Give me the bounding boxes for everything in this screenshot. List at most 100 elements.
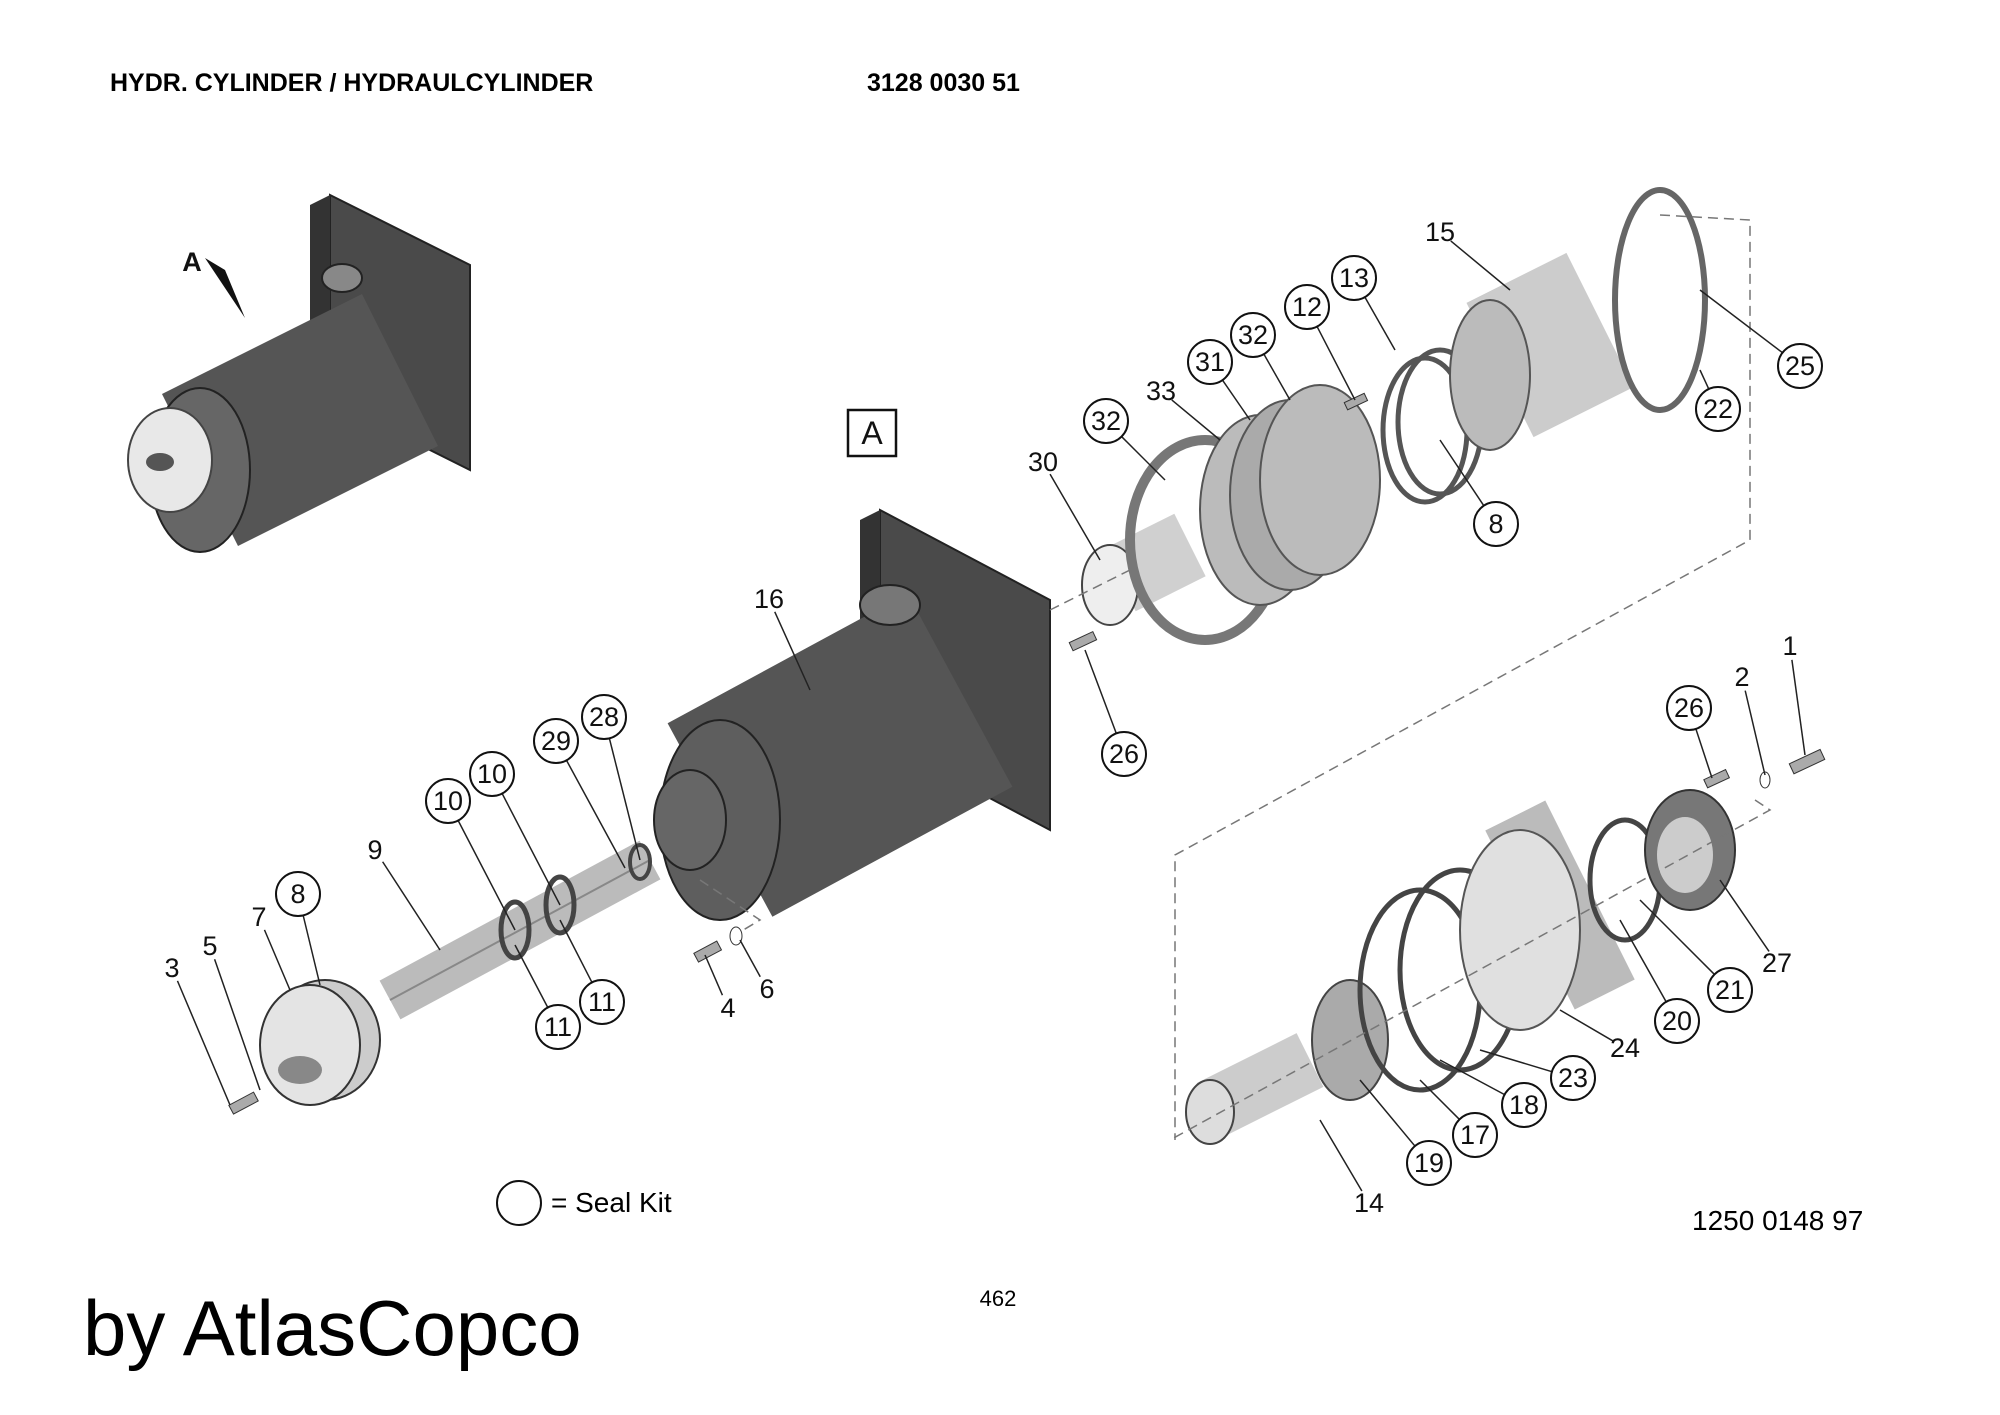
callout-28: 28 — [581, 694, 641, 861]
callout-8: 8 — [275, 871, 321, 986]
seal-kit-circle — [1695, 386, 1741, 432]
leader-line — [1049, 473, 1101, 561]
leader-line — [1316, 326, 1356, 401]
callout-4: 4 — [704, 954, 736, 1023]
callout-10: 10 — [425, 778, 516, 931]
leader-line — [1171, 399, 1221, 441]
callout-number: 18 — [1509, 1090, 1539, 1120]
leader-line — [565, 759, 626, 869]
leader-line — [1479, 1049, 1553, 1073]
callout-number: 11 — [588, 987, 616, 1017]
leader-line — [263, 929, 291, 991]
callout-31: 31 — [1187, 339, 1251, 421]
callout-number: 21 — [1715, 975, 1745, 1005]
callout-33: 33 — [1146, 376, 1221, 441]
leader-line — [1121, 436, 1166, 481]
callout-number: 9 — [367, 835, 382, 865]
callout-9: 9 — [367, 835, 441, 951]
seal-kit-circle — [579, 979, 625, 1025]
callout-number: 16 — [754, 584, 784, 614]
callout-29: 29 — [533, 718, 626, 869]
callout-number: 6 — [759, 974, 774, 1004]
leader-line — [176, 980, 231, 1106]
callout-number: 4 — [720, 993, 735, 1023]
callout-number: 17 — [1460, 1120, 1490, 1150]
leader-line — [1719, 879, 1770, 952]
seal-kit-circle — [1666, 685, 1712, 731]
piston-assembly-upper — [1068, 187, 1708, 652]
callout-number: 12 — [1292, 292, 1322, 322]
leader-line — [1695, 728, 1713, 779]
callout-3: 3 — [164, 953, 231, 1106]
callout-number: 26 — [1674, 693, 1704, 723]
callout-number: 14 — [1354, 1188, 1384, 1218]
callout-number: 5 — [202, 931, 217, 961]
callout-number: 24 — [1610, 1033, 1640, 1063]
callout-number: 29 — [541, 726, 571, 756]
callout-6: 6 — [739, 939, 775, 1004]
leader-line — [501, 793, 561, 906]
callout-30: 30 — [1028, 447, 1101, 561]
callout-number: 2 — [1734, 662, 1749, 692]
callout-26: 26 — [1084, 649, 1147, 777]
assembly-line — [1174, 214, 1751, 1140]
callout-number: 10 — [433, 786, 463, 816]
callout-number: 3 — [164, 953, 179, 983]
callout-2: 2 — [1734, 662, 1766, 776]
leader-line — [1221, 379, 1251, 421]
callout-11: 11 — [514, 944, 581, 1050]
callout-5: 5 — [202, 931, 261, 1091]
callout-13: 13 — [1331, 255, 1396, 351]
seal-kit-circle — [1284, 284, 1330, 330]
seal-kit-circle — [1777, 343, 1823, 389]
leader-line — [1419, 1079, 1460, 1120]
leader-line — [1699, 369, 1710, 390]
assembly-line — [1169, 799, 1772, 1141]
cylinder-housing-16 — [653, 508, 1051, 921]
seal-kit-circle — [1654, 998, 1700, 1044]
callout-21: 21 — [1639, 899, 1753, 1013]
seal-kit-legend: = Seal Kit — [551, 1187, 672, 1218]
callout-number: 23 — [1558, 1063, 1588, 1093]
callout-number: 13 — [1339, 263, 1369, 293]
leader-line — [1639, 899, 1715, 975]
callout-1: 1 — [1782, 631, 1806, 756]
callout-17: 17 — [1419, 1079, 1498, 1158]
view-a-box — [846, 408, 898, 458]
callout-26: 26 — [1666, 685, 1713, 779]
drawing-number: 1250 0148 97 — [1692, 1205, 1863, 1236]
seal-kit-circle — [581, 694, 627, 740]
seal-kit-circle — [1331, 255, 1377, 301]
leader-line — [213, 958, 261, 1091]
leader-line — [704, 954, 724, 996]
seal-kit-circle — [469, 751, 515, 797]
leader-line — [382, 861, 441, 951]
callout-number: 31 — [1195, 347, 1225, 377]
screw-3 — [228, 1091, 259, 1115]
leader-line — [1359, 1079, 1416, 1147]
leader-line — [559, 919, 593, 983]
leader-line — [739, 939, 761, 978]
callout-number: 30 — [1028, 447, 1058, 477]
callout-7: 7 — [251, 902, 291, 991]
callout-number: 25 — [1785, 351, 1815, 381]
callout-27: 27 — [1719, 879, 1792, 978]
view-arrow-label: A — [182, 247, 202, 277]
callout-number: 7 — [251, 902, 266, 932]
callout-number: 8 — [1488, 509, 1503, 539]
callout-number: 28 — [589, 702, 619, 732]
seal-kit-circle — [425, 778, 471, 824]
callout-23: 23 — [1479, 1049, 1596, 1101]
seal-kit-circle — [535, 1004, 581, 1050]
seal-kit-circle — [1406, 1140, 1452, 1186]
seal-kit-circle — [1230, 312, 1276, 358]
leader-line — [1263, 353, 1291, 401]
callout-14: 14 — [1319, 1119, 1384, 1218]
seal-kit-circle — [1473, 501, 1519, 547]
callout-number: 11 — [544, 1012, 572, 1042]
seal-kit-circle — [1707, 967, 1753, 1013]
leader-line — [1450, 240, 1511, 291]
o-ring-10 — [543, 874, 577, 936]
callout-20: 20 — [1619, 919, 1700, 1044]
